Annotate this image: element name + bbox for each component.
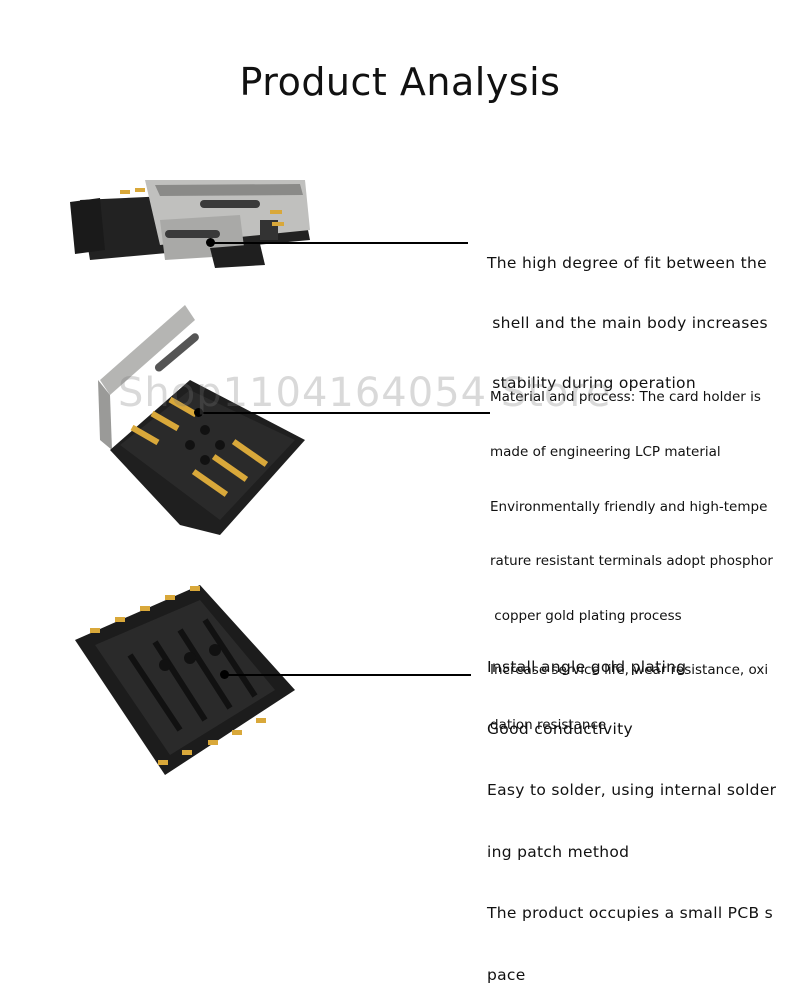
callout-1-line: shell and the main body increases: [487, 314, 768, 332]
leader-dot-1: [206, 238, 215, 247]
callout-3-line: Install angle gold plating: [487, 658, 687, 676]
callout-1-line: stability during operation: [487, 374, 696, 392]
leader-dot-2: [194, 408, 203, 417]
callout-2-line: Material and process: The card holder is: [490, 389, 761, 406]
leader-line-2: [200, 412, 490, 414]
callout-2-line: dation resistance: [490, 717, 607, 734]
connector-bottom-image: [75, 585, 295, 775]
callout-2-line: copper gold plating process: [490, 607, 682, 624]
callout-3-line: The product occupies a small PCB s: [487, 904, 773, 922]
callout-2-line: rature resistant terminals adopt phospho…: [490, 553, 773, 570]
connector-shell-image: [70, 180, 310, 268]
callout-1: The high degree of fit between the shell…: [487, 213, 768, 413]
callout-3-line: Easy to solder, using internal solder: [487, 781, 777, 799]
watermark: Shop1104164054 Store: [118, 370, 612, 416]
callout-3-line: pace: [487, 965, 526, 984]
leader-dot-3: [220, 670, 229, 679]
open-card-holder-image: [98, 305, 305, 535]
leader-line-1: [213, 242, 468, 244]
callout-3-line: ing patch method: [487, 842, 630, 861]
callout-1-line: The high degree of fit between the: [487, 254, 767, 272]
callout-2-line: Environmentally friendly and high-tempe: [490, 498, 768, 515]
callout-3: Install angle gold plating Good conducti…: [487, 616, 776, 1006]
callout-2-line: Increase service life, wear resistance, …: [490, 662, 769, 679]
callout-3-line: Good conductivity: [487, 719, 633, 738]
callout-2-line: made of engineering LCP material: [490, 444, 721, 461]
page-title: Product Analysis: [239, 60, 561, 104]
callout-2: Material and process: The card holder is…: [490, 352, 773, 752]
leader-line-3: [226, 674, 471, 676]
